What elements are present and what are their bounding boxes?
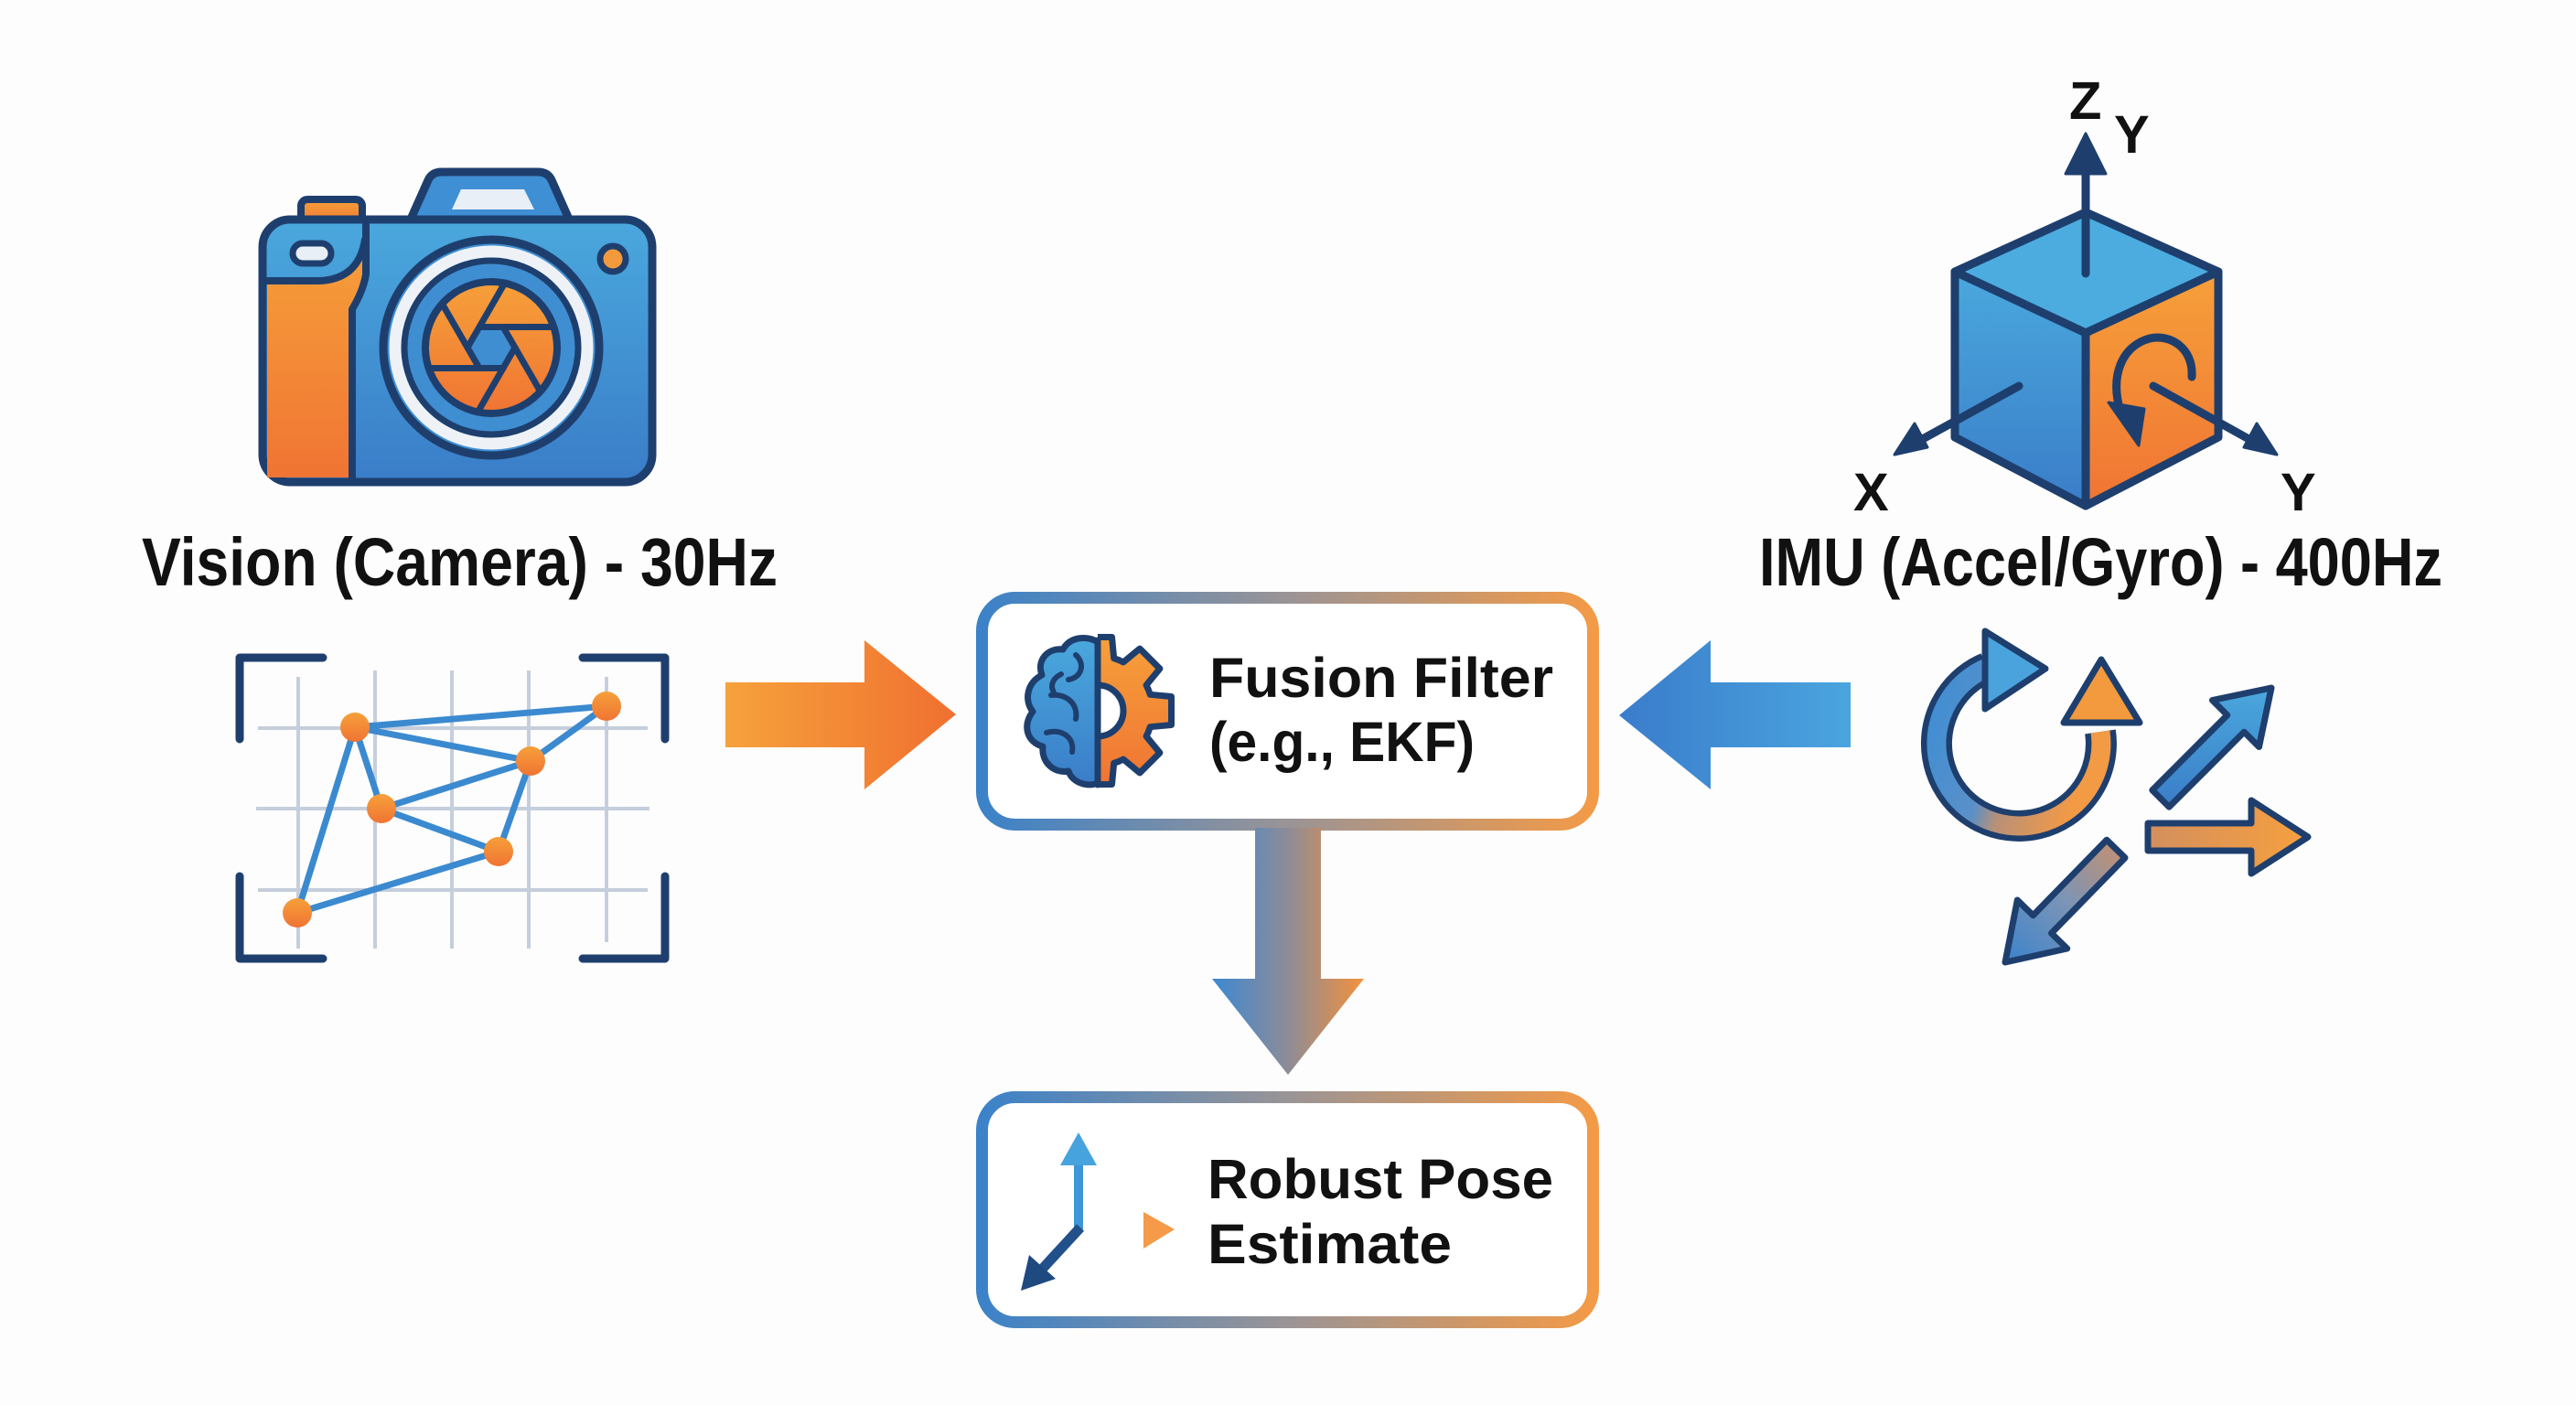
imu-cube-axes-icon bbox=[1893, 132, 2279, 510]
feature-edge bbox=[495, 757, 534, 855]
feature-tracking-graph-icon bbox=[235, 653, 670, 963]
feature-node bbox=[592, 692, 621, 721]
x-axis-label: X bbox=[1853, 463, 1889, 522]
camera-flash-window bbox=[452, 189, 534, 209]
z-axis-label: Z bbox=[2069, 71, 2101, 131]
feature-node bbox=[516, 746, 545, 776]
feature-nodes bbox=[283, 692, 621, 928]
up-right-arrow-icon bbox=[2149, 684, 2275, 810]
x-axis-arrow bbox=[1893, 381, 2023, 456]
aperture-blade bbox=[499, 323, 557, 330]
vision-to-fusion-arrow bbox=[725, 640, 956, 789]
camera-indicator-dot bbox=[596, 242, 629, 275]
feature-edge bbox=[351, 702, 610, 731]
brain-icon bbox=[1024, 635, 1101, 788]
fusion-filter-box[interactable]: Fusion Filter (e.g., EKF) bbox=[976, 592, 1599, 831]
feature-edge bbox=[351, 724, 534, 765]
pose-axes-icon bbox=[1021, 1132, 1175, 1291]
feature-edge bbox=[527, 702, 610, 765]
fusion-to-output-arrow bbox=[1212, 828, 1364, 1075]
pose-subtitle: Estimate bbox=[1208, 1213, 1452, 1275]
fusion-subtitle: (e.g., EKF) bbox=[1209, 711, 1475, 773]
feature-edge bbox=[294, 724, 359, 917]
aperture-blade bbox=[425, 365, 483, 372]
rotation-ring-arrow-icon bbox=[1920, 627, 2143, 842]
feature-node bbox=[340, 713, 370, 742]
rotation-arrow-icon bbox=[2107, 333, 2196, 447]
right-arrow-icon bbox=[2144, 797, 2312, 877]
camera-icon bbox=[258, 167, 657, 487]
feature-edge bbox=[378, 805, 502, 855]
frame-brackets bbox=[235, 653, 670, 963]
y-axis-label: Y bbox=[2281, 463, 2316, 522]
y-axis-top-label: Y bbox=[2114, 105, 2150, 165]
motion-arrows-icon bbox=[1920, 627, 2312, 966]
brain-gear-icon bbox=[1024, 634, 1175, 788]
gear-icon bbox=[1098, 634, 1175, 788]
aperture-blade bbox=[476, 279, 509, 330]
feature-node bbox=[484, 837, 513, 866]
pose-title: Robust Pose bbox=[1208, 1148, 1553, 1210]
feature-node bbox=[283, 898, 312, 928]
imu-label: IMU (Accel/Gyro) - 400Hz bbox=[1759, 524, 2442, 600]
camera-viewfinder bbox=[289, 240, 335, 267]
aperture-blade bbox=[474, 365, 507, 416]
fusion-title: Fusion Filter bbox=[1209, 647, 1553, 709]
camera-grip bbox=[267, 240, 365, 477]
z-axis-arrow bbox=[2064, 132, 2108, 278]
down-left-arrow-icon bbox=[2002, 836, 2129, 966]
feature-node bbox=[367, 794, 396, 823]
vision-label: Vision (Camera) - 30Hz bbox=[142, 524, 778, 600]
aperture-blade bbox=[438, 300, 471, 351]
imu-to-fusion-arrow bbox=[1619, 640, 1851, 789]
aperture-blade bbox=[511, 344, 544, 395]
pose-estimate-box[interactable]: Robust Pose Estimate bbox=[976, 1091, 1599, 1328]
feature-edge bbox=[294, 848, 502, 917]
feature-edge bbox=[378, 757, 534, 812]
camera-lens bbox=[379, 235, 604, 460]
y-axis-arrow bbox=[2149, 381, 2279, 456]
